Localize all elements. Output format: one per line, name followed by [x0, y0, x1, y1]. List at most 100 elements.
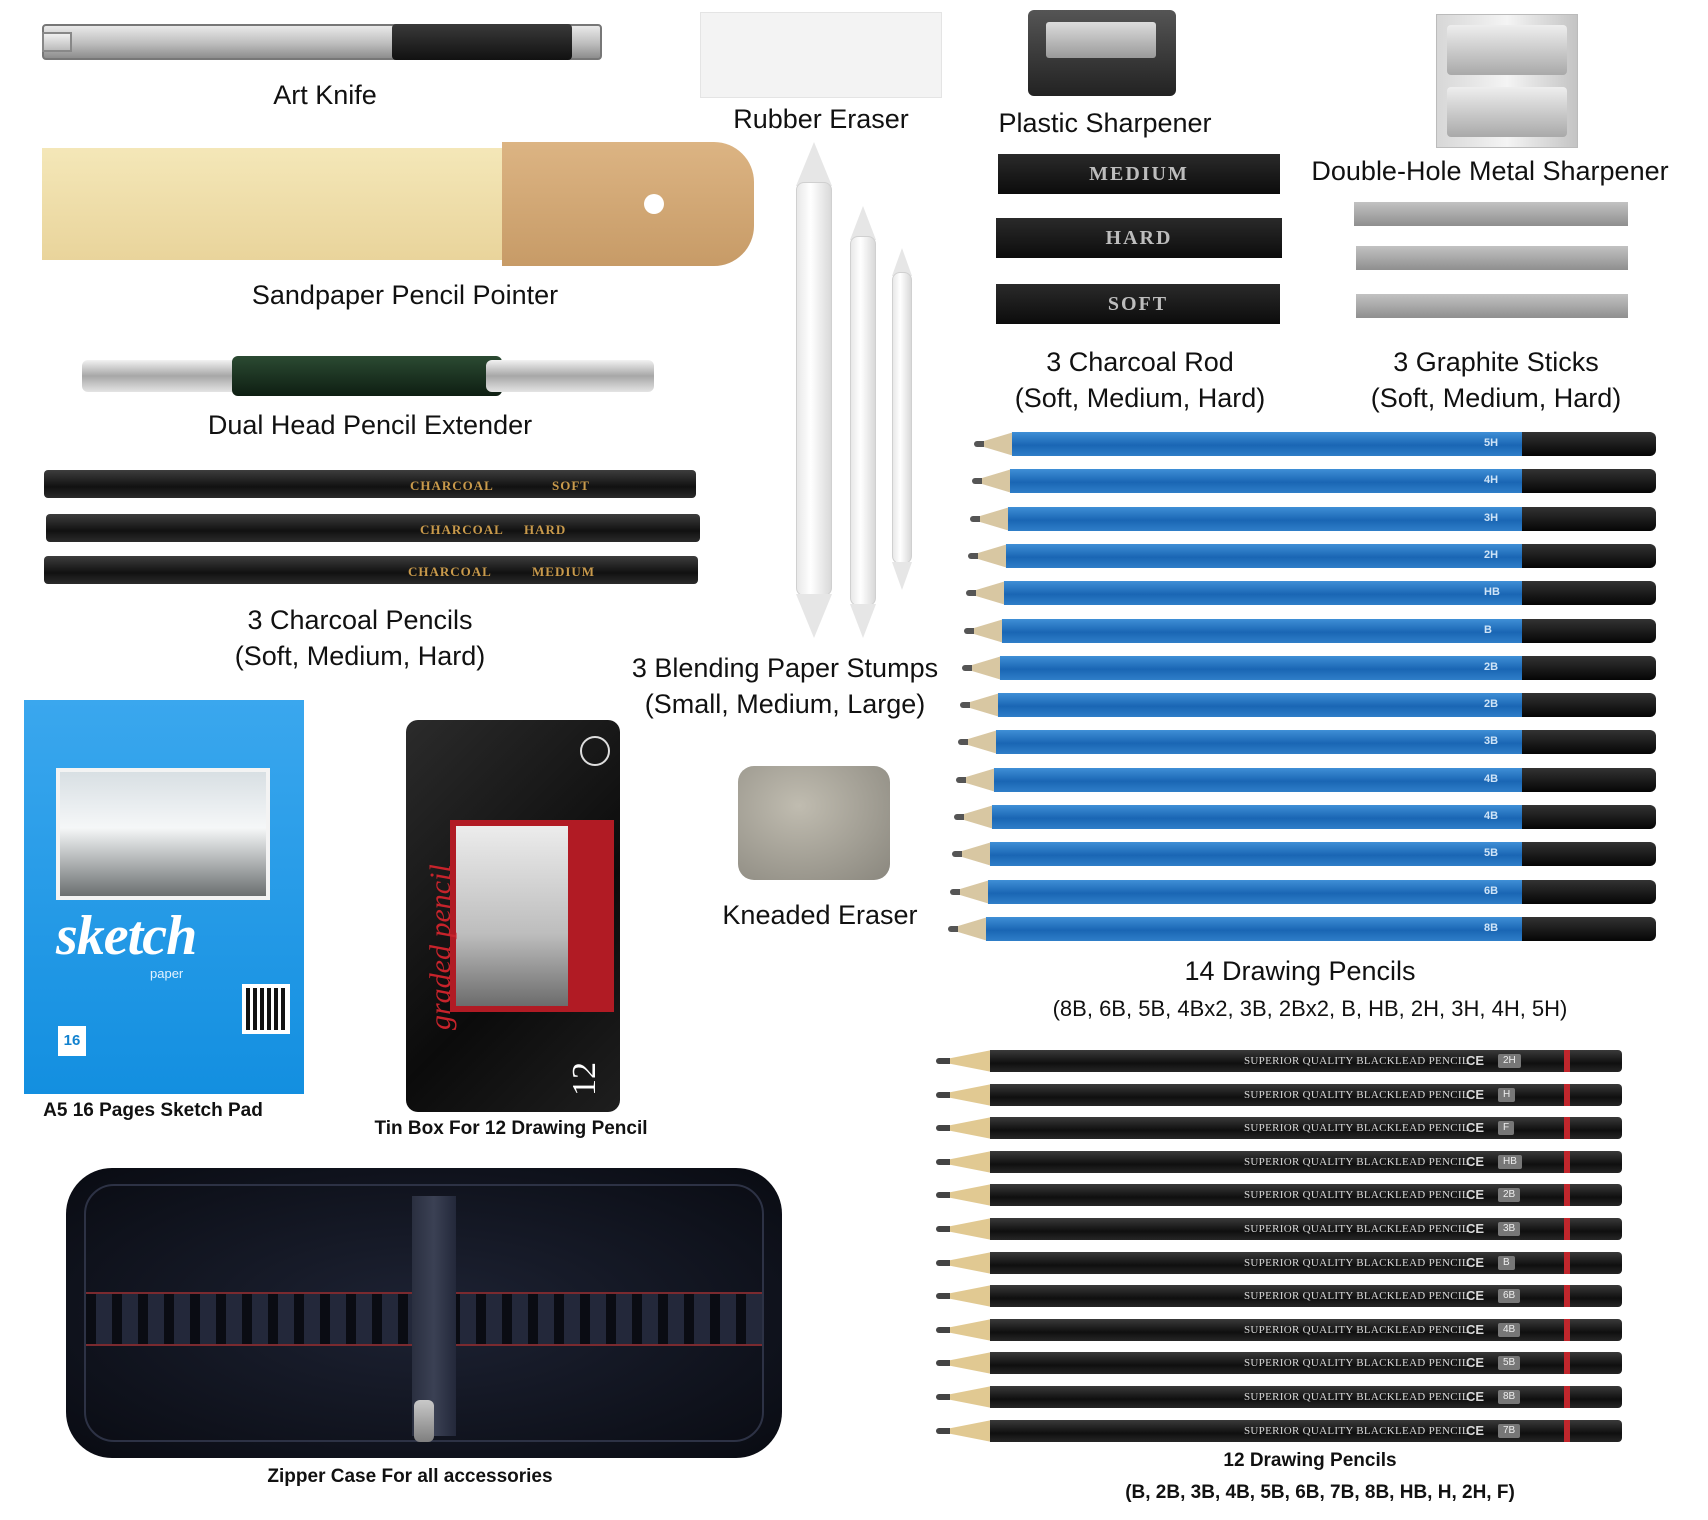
drawing-pencil-blue: 2H	[968, 543, 1656, 568]
pencil-grade: 7B	[1498, 1423, 1521, 1438]
pencil-body	[1012, 432, 1522, 456]
pencil-end	[1522, 805, 1656, 829]
label-drawing-pencils-14-title: 14 Drawing Pencils	[1184, 956, 1416, 986]
pencil-grade: 8B	[1498, 1390, 1521, 1404]
sketch-pad-subtitle: paper	[150, 966, 184, 981]
pencil-tip	[936, 1184, 992, 1207]
pencil-brand-text: SUPERIOR QUALITY BLACKLEAD PENCIL	[1244, 1391, 1469, 1403]
pencil-body	[1004, 581, 1522, 606]
charcoal-rod: SOFT	[996, 284, 1280, 324]
extender-grip	[232, 356, 502, 396]
label-drawing-pencils-12-title: 12 Drawing Pencils	[1223, 1450, 1397, 1471]
blending-stumps-sub: (Small, Medium, Large)	[644, 689, 926, 719]
pencil-tip	[936, 1318, 992, 1341]
pencil-lead	[936, 1192, 950, 1199]
pencil-grade: 2B	[1498, 1188, 1521, 1203]
pencil-lead	[974, 441, 984, 447]
pencil-end	[1522, 879, 1656, 904]
blending-stumps-title: 3 Blending Paper Stumps	[631, 653, 939, 683]
pencil-lead	[936, 1394, 950, 1400]
pencil-end	[1522, 543, 1656, 568]
sketch-pad-cover-photo	[56, 768, 270, 900]
pencil-body	[990, 1083, 1622, 1106]
pencil-lead	[958, 739, 968, 746]
label-zipper-case: Zipper Case For all accessories	[267, 1466, 553, 1487]
logo-icon	[580, 736, 610, 766]
sharpener-blade-top	[1447, 25, 1567, 75]
pencil-body	[1010, 469, 1522, 494]
art-knife	[42, 18, 602, 68]
charcoal-rods-sub: (Soft, Medium, Hard)	[1014, 383, 1266, 413]
pencil-lead	[936, 1091, 950, 1098]
pencil-brand-text: SUPERIOR QUALITY BLACKLEAD PENCIL	[1244, 1189, 1469, 1202]
pencil-body	[990, 1386, 1622, 1408]
pencil-end	[1522, 506, 1656, 531]
pencil-ce-mark: CE	[1466, 1187, 1485, 1203]
knife-blade	[42, 32, 72, 52]
kneaded-eraser	[738, 766, 890, 880]
charcoal-pencil: CHARCOAL SOFT	[44, 470, 696, 498]
pencil-red-band	[1564, 1352, 1570, 1375]
pencil-body	[990, 1050, 1622, 1072]
graphite-sticks-title: 3 Graphite Sticks	[1393, 347, 1599, 377]
pencil-body	[992, 805, 1522, 829]
pencil-end	[1522, 693, 1656, 718]
sandpaper-pad	[42, 148, 502, 260]
charcoal-pencil-brand: CHARCOAL	[420, 522, 504, 537]
pencil-grade: HB	[1498, 1154, 1522, 1169]
pencil-grade: 8B	[1484, 921, 1499, 934]
zipper-pull-icon	[414, 1400, 434, 1442]
pencil-lead	[970, 515, 980, 522]
graphite-stick	[1354, 202, 1628, 226]
pencil-brand-text: SUPERIOR QUALITY BLACKLEAD PENCIL	[1244, 1155, 1469, 1168]
pencil-body	[990, 842, 1522, 867]
tin-box-photo	[456, 826, 568, 1006]
tin-box: graded pencil 12	[406, 720, 620, 1112]
pencil-end	[1522, 432, 1656, 456]
pencil-tip	[936, 1352, 992, 1375]
blending-stump-medium	[850, 206, 876, 638]
pencil-end	[1522, 767, 1656, 792]
pencil-grade: F	[1498, 1121, 1515, 1136]
graphite-stick	[1356, 294, 1628, 318]
pencil-lead	[936, 1326, 950, 1333]
qr-code-icon	[242, 984, 290, 1034]
pencil-end	[1522, 916, 1656, 941]
pencil-body	[990, 1419, 1622, 1442]
pencil-tip	[936, 1251, 992, 1274]
pencil-brand-text: SUPERIOR QUALITY BLACKLEAD PENCIL	[1244, 1088, 1469, 1101]
charcoal-pencils-sub: (Soft, Medium, Hard)	[234, 641, 486, 671]
pencil-grade: 3H	[1484, 511, 1499, 524]
pencil-grade: 3B	[1498, 1222, 1521, 1236]
pencil-brand-text: SUPERIOR QUALITY BLACKLEAD PENCIL	[1244, 1256, 1469, 1269]
drawing-pencil-blue: 3H	[970, 506, 1656, 531]
pencil-grade: 6B	[1498, 1289, 1521, 1304]
pencil-ce-mark: CE	[1466, 1288, 1485, 1304]
drawing-pencil-blue: 4B	[956, 767, 1656, 792]
pencil-lead	[950, 888, 960, 895]
pencil-end	[1522, 655, 1656, 680]
pencil-body	[990, 1251, 1622, 1274]
pencil-grade: 2B	[1484, 698, 1499, 711]
pencil-red-band	[1564, 1050, 1570, 1072]
pencil-grade: B	[1498, 1255, 1515, 1270]
label-tin-box: Tin Box For 12 Drawing Pencil	[374, 1118, 648, 1139]
label-charcoal-pencils: 3 Charcoal Pencils (Soft, Medium, Hard)	[190, 602, 530, 674]
pencil-grade: 6B	[1484, 884, 1499, 897]
pencil-red-band	[1564, 1251, 1570, 1274]
extender-metal-right	[486, 360, 654, 392]
sketch-pad-page-count: 16	[58, 1026, 86, 1056]
pencil-body	[990, 1318, 1622, 1341]
pencil-brand-text: SUPERIOR QUALITY BLACKLEAD PENCIL	[1244, 1290, 1469, 1303]
label-extender: Dual Head Pencil Extender	[207, 410, 533, 440]
label-rubber-eraser: Rubber Eraser	[733, 104, 909, 134]
pencil-red-band	[1564, 1285, 1570, 1308]
graphite-stick	[1356, 246, 1628, 270]
label-sketch-pad: A5 16 Pages Sketch Pad	[43, 1100, 263, 1121]
pencil-tip	[936, 1419, 992, 1442]
zipper-case-strap	[412, 1196, 456, 1436]
drawing-pencil-blue: 5H	[974, 432, 1656, 456]
blending-stump-small	[892, 248, 912, 590]
